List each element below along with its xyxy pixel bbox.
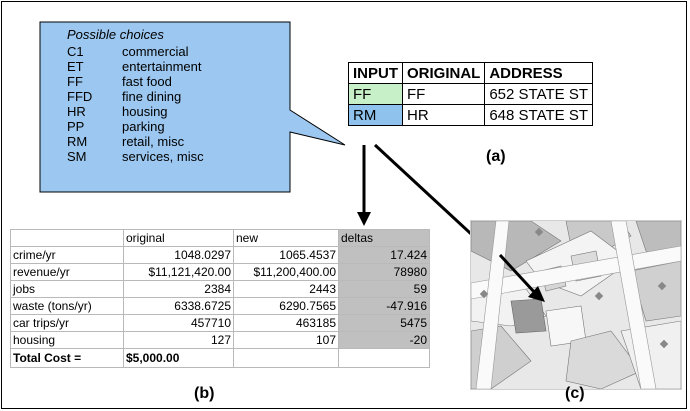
address-cell: 648 STATE ST — [484, 104, 593, 126]
choices-title: Possible choices — [67, 27, 164, 42]
table-row: housing 127 107 -20 — [10, 331, 430, 349]
original-cell: HR — [401, 104, 486, 126]
caption-a: (a) — [486, 148, 506, 165]
header-address: ADDRESS — [484, 62, 593, 84]
input-cell[interactable]: FF — [348, 83, 403, 105]
table-row: FF FF 652 STATE ST — [348, 83, 593, 105]
header-input: INPUT — [348, 62, 403, 84]
original-cell: FF — [401, 83, 486, 105]
header-original: ORIGINAL — [401, 62, 486, 84]
sheet-header-original: original — [123, 229, 234, 247]
address-cell: 652 STATE ST — [484, 83, 593, 105]
table-row: car trips/yr 457710 463185 5475 — [10, 314, 430, 332]
delta-value: 59 — [338, 280, 430, 298]
table-row: waste (tons/yr) 6338.6725 6290.7565 -47.… — [10, 297, 430, 315]
impact-sheet: original new deltas crime/yr 1048.0297 1… — [10, 229, 430, 368]
delta-value: -20 — [338, 331, 430, 349]
total-blank — [338, 348, 430, 368]
caption-c: (c) — [565, 385, 585, 402]
delta-value: 78980 — [338, 263, 430, 281]
caption-b: (b) — [194, 385, 215, 402]
table-row: crime/yr 1048.0297 1065.4537 17.424 — [10, 246, 430, 264]
original-value: 457710 — [123, 314, 234, 332]
new-value: 463185 — [233, 314, 339, 332]
total-value: $5,000.00 — [123, 348, 234, 368]
table-row: RM HR 648 STATE ST — [348, 104, 593, 126]
original-value: $11,121,420.00 — [123, 263, 234, 281]
delta-value: -47.916 — [338, 297, 430, 315]
total-row: Total Cost = $5,000.00 — [10, 348, 430, 368]
map-drawing — [471, 221, 681, 389]
delta-value: 5475 — [338, 314, 430, 332]
input-table-header: INPUT ORIGINAL ADDRESS — [348, 62, 593, 84]
arrow-down-head — [357, 212, 371, 226]
input-table: INPUT ORIGINAL ADDRESS FF FF 652 STATE S… — [348, 62, 593, 126]
map-view[interactable] — [470, 220, 682, 390]
